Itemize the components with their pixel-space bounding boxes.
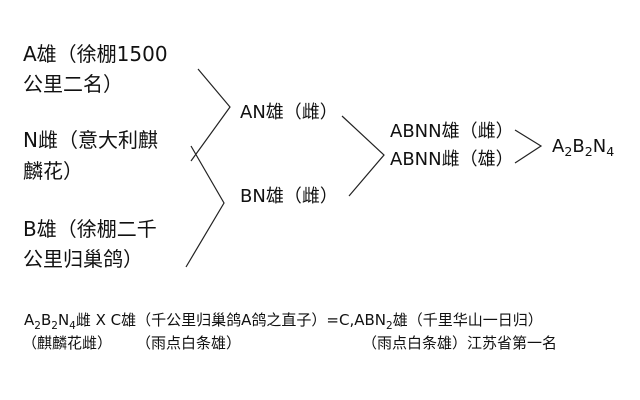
parent-a-line1: A雄（徐棚1500 bbox=[23, 42, 168, 66]
bracket-n-b bbox=[185, 145, 225, 268]
formula-end: 雄（千里华山一日归） bbox=[392, 311, 543, 329]
note-col1: （麒麟花雌） bbox=[22, 334, 113, 352]
parent-b-line1: B雄（徐棚二千 bbox=[23, 217, 157, 241]
result-b-sub: 2 bbox=[584, 144, 593, 160]
offspring-an: AN雄（雌） bbox=[240, 102, 338, 123]
result-b: B bbox=[572, 136, 585, 157]
formula-n: N bbox=[57, 311, 70, 329]
formula-middle: 雌 X C雄（千公里归巢鸽A鸽之直子）=C,ABN bbox=[75, 311, 386, 329]
note-col2: （雨点白条雄） bbox=[136, 334, 242, 352]
bracket-an-bn bbox=[341, 115, 385, 197]
offspring-bn: BN雄（雌） bbox=[240, 186, 338, 207]
cross-formula: A2B2N4雌 X C雄（千公里归巢鸽A鸽之直子）=C,ABN2雄（千里华山一日… bbox=[24, 311, 543, 331]
result-a-sub: 2 bbox=[564, 144, 573, 160]
parent-a-line2: 公里二名） bbox=[23, 72, 123, 96]
bracket-abnn bbox=[514, 129, 543, 164]
offspring-abnn-female: ABNN雌（雄） bbox=[390, 149, 514, 170]
result-genotype: A2B2N4 bbox=[552, 136, 615, 160]
formula-n-sub: 4 bbox=[69, 319, 76, 332]
parent-n-line2: 麟花） bbox=[23, 159, 83, 183]
formula-b-sub: 2 bbox=[51, 319, 58, 332]
formula-a-sub: 2 bbox=[34, 319, 41, 332]
note-col3: （雨点白条雄）江苏省第一名 bbox=[362, 334, 558, 352]
formula-a: A bbox=[24, 311, 35, 329]
formula-abn-sub: 2 bbox=[386, 319, 393, 332]
result-a: A bbox=[552, 136, 565, 157]
formula-b: B bbox=[40, 311, 52, 329]
parent-b-line2: 公里归巢鸽） bbox=[23, 247, 143, 271]
result-n-sub: 4 bbox=[606, 144, 615, 160]
offspring-abnn-male: ABNN雄（雌） bbox=[390, 121, 514, 142]
result-n: N bbox=[592, 136, 607, 157]
bracket-a-n bbox=[190, 68, 231, 162]
parent-n-line1: N雌（意大利麒 bbox=[23, 128, 158, 152]
